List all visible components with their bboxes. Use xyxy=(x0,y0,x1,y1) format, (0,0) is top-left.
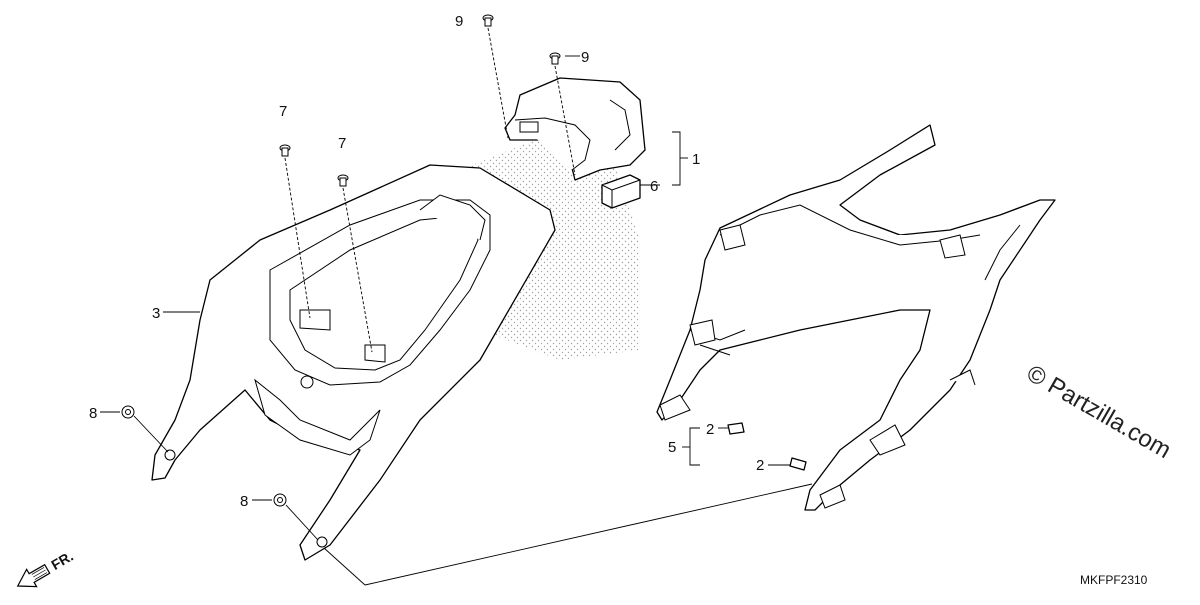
callout-6: 6 xyxy=(650,178,658,195)
watermark-text: © Partzilla.com xyxy=(1022,360,1176,464)
callout-9-right: 9 xyxy=(581,49,589,66)
callout-7-right: 7 xyxy=(338,135,346,152)
bolt-7-right xyxy=(337,174,349,187)
bolt-9-right xyxy=(549,52,561,65)
diagram-code: MKFPF2310 xyxy=(1080,573,1148,587)
front-direction-label: FR. xyxy=(48,548,76,573)
grommet-8-left xyxy=(121,405,135,419)
rear-cowl-left-part xyxy=(151,164,556,561)
callout-2-upper: 2 xyxy=(706,421,714,438)
clip-part-upper xyxy=(727,422,745,435)
clip-part-lower xyxy=(789,457,807,471)
callout-2-lower: 2 xyxy=(756,457,764,474)
leader-lines xyxy=(100,27,813,586)
callout-3: 3 xyxy=(152,305,160,322)
pad-part xyxy=(601,174,641,209)
rear-cowl-right-part xyxy=(656,124,1056,511)
callout-8-left: 8 xyxy=(89,405,97,422)
callout-8-lower: 8 xyxy=(240,493,248,510)
grommet-8-lower xyxy=(273,493,287,507)
bolt-7-left xyxy=(279,144,291,157)
callout-1: 1 xyxy=(692,151,700,168)
callout-7-left: 7 xyxy=(279,103,287,120)
front-direction-arrow: FR. xyxy=(16,548,76,588)
callouts: 1 2 2 3 5 6 7 7 8 8 9 9 xyxy=(89,13,764,510)
bolt-9-left xyxy=(482,14,494,27)
callout-5: 5 xyxy=(668,439,676,456)
callout-9-left: 9 xyxy=(455,13,463,30)
